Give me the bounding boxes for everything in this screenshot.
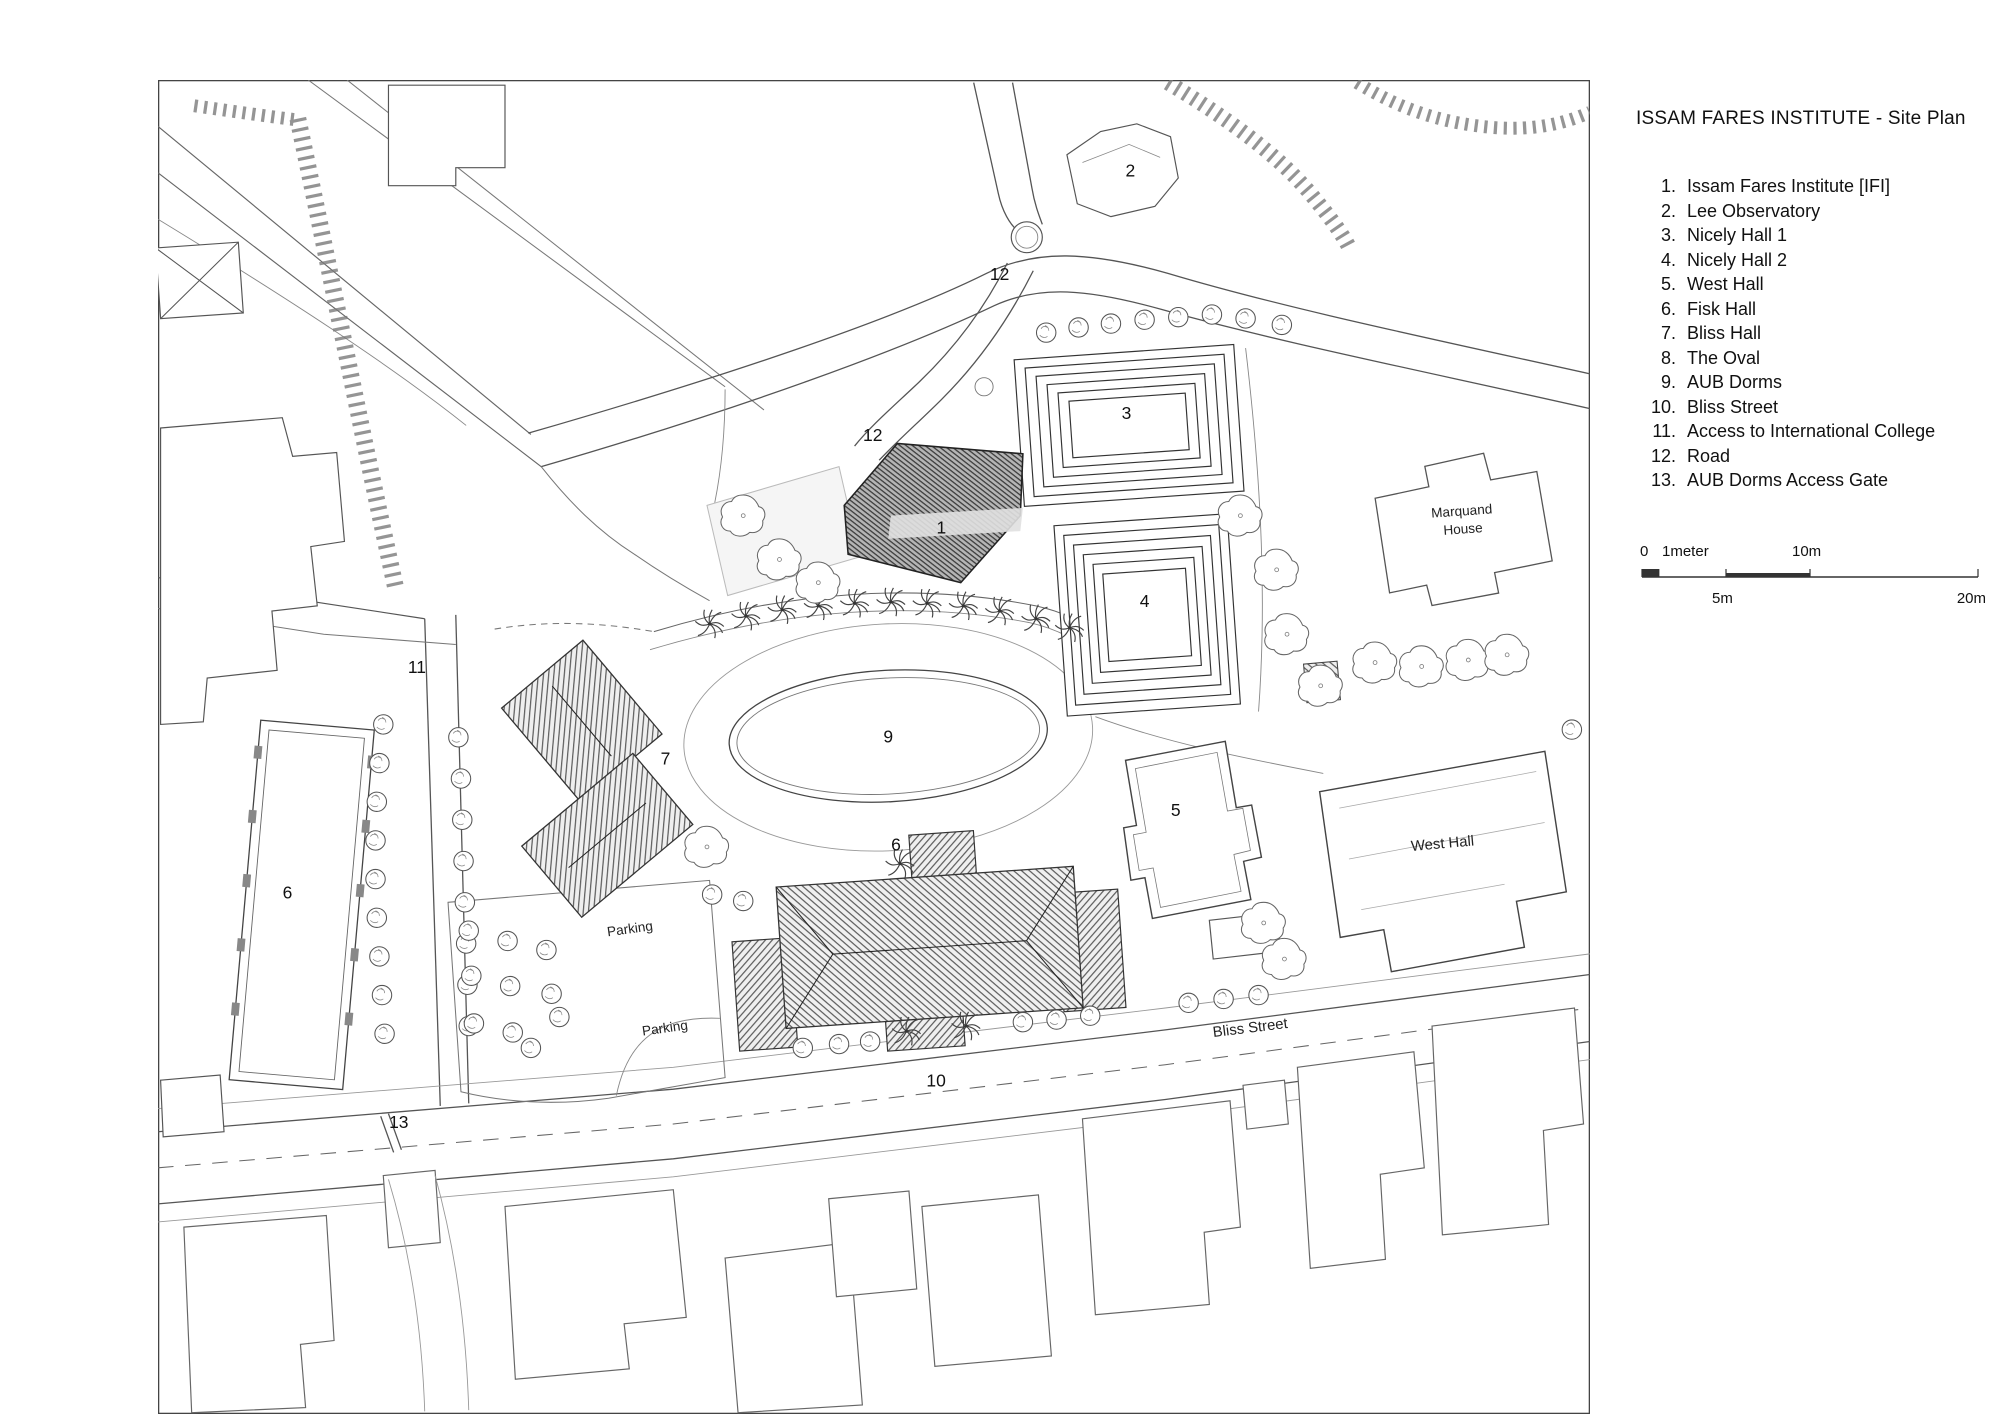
- legend-number: 10.: [1650, 396, 1676, 417]
- marker-3-nicely-hall-1: 3: [1122, 403, 1132, 423]
- building-bliss-hall: [500, 639, 694, 919]
- legend-item-9: 9. AUB Dorms: [1636, 370, 1996, 395]
- legend-number: 13.: [1650, 470, 1676, 490]
- scale-bar: 0 1meter 10m 5m 20m: [1640, 543, 1986, 607]
- marker-12-road-upper: 12: [990, 264, 1009, 284]
- marker-13-dorms-gate: 13: [389, 1112, 408, 1132]
- legend-number: 9.: [1660, 372, 1676, 392]
- legend-label: Bliss Hall: [1687, 323, 1762, 343]
- legend-label: West Hall: [1687, 274, 1764, 294]
- legend-number: 8.: [1660, 347, 1676, 368]
- building-nicely-hall-2: [1053, 513, 1242, 717]
- scale-label-0: 0: [1640, 543, 1649, 560]
- legend-label: Access to International College: [1687, 421, 1936, 441]
- building-marquand-house: Marquand House: [1374, 452, 1553, 607]
- legend-item-11: 11. Access to International College: [1636, 419, 1996, 444]
- building-fisk-hall: [731, 830, 1127, 1052]
- legend-item-7: 7. Bliss Hall: [1636, 321, 1996, 346]
- scale-label-5m: 5m: [1712, 590, 1733, 607]
- marker-4-nicely-hall-2: 4: [1140, 591, 1150, 611]
- legend-item-13: 13. AUB Dorms Access Gate: [1636, 468, 1996, 493]
- legend-item-2: 2. Lee Observatory: [1636, 199, 1996, 224]
- plan-markers: 1 2 3 4 5 6 6 7 9 10 11 12 12 13: [283, 161, 1181, 1132]
- building-ifi: [843, 442, 1024, 584]
- legend-item-5: 5. West Hall: [1636, 272, 1996, 297]
- legend-label: AUB Dorms: [1687, 372, 1783, 392]
- scale-label-20m: 20m: [1956, 590, 1986, 607]
- marquand-house-label-line1: Marquand: [1431, 501, 1493, 520]
- marker-2-lee-observatory: 2: [1125, 161, 1135, 181]
- building-west-hall: West Hall: [1318, 750, 1568, 973]
- legend-item-12: 12. Road: [1636, 444, 1996, 469]
- legend-list: 1. Issam Fares Institute [IFI] 2. Lee Obse…: [1636, 174, 1996, 493]
- context-buildings-south: [183, 1007, 1585, 1414]
- scale-bar-graphic: [1641, 569, 1979, 578]
- parking-area: [447, 879, 726, 1103]
- marker-1-ifi: 1: [936, 518, 946, 538]
- legend-panel: ISSAM FARES INSTITUTE - Site Plan 1. Issa…: [1636, 108, 1996, 493]
- marker-10-bliss-street: 10: [926, 1071, 946, 1091]
- legend-number: 3.: [1660, 225, 1676, 245]
- dorms-access-gate-13: [380, 1113, 403, 1153]
- legend-label: Lee Observatory: [1687, 200, 1821, 221]
- legend-number: 1.: [1660, 176, 1676, 196]
- legend-label: AUB Dorms Access Gate: [1687, 470, 1889, 490]
- legend-label: Issam Fares Institute [IFI]: [1687, 176, 1891, 196]
- legend-item-1: 1. Issam Fares Institute [IFI]: [1636, 174, 1996, 199]
- page-title: ISSAM FARES INSTITUTE - Site Plan: [1636, 108, 1966, 129]
- building-lee-observatory: [974, 123, 1179, 397]
- legend-number: 2.: [1660, 200, 1676, 221]
- marker-12-road-lower: 12: [863, 425, 882, 445]
- legend-label: Road: [1687, 445, 1731, 466]
- marker-11-ic-access: 11: [408, 657, 426, 677]
- marker-7-bliss-hall: 7: [661, 748, 671, 768]
- building-dorm-block: [228, 719, 376, 1091]
- legend-label: Nicely Hall 1: [1687, 225, 1788, 245]
- legend-number: 6.: [1660, 298, 1676, 319]
- parking-label-lower: Parking: [641, 1017, 689, 1038]
- scale-label-1meter: 1meter: [1662, 543, 1709, 560]
- legend-number: 5.: [1660, 274, 1676, 294]
- hatched-paths: [193, 80, 1590, 593]
- legend-label: Nicely Hall 2: [1687, 249, 1788, 270]
- marker-6-fisk-hall: 6: [891, 835, 901, 855]
- context-buildings-north: [158, 84, 506, 1138]
- marker-9-oval: 9: [883, 727, 893, 747]
- legend-item-10: 10. Bliss Street: [1636, 395, 1996, 420]
- legend-number: 12.: [1650, 445, 1676, 466]
- legend-item-4: 4. Nicely Hall 2: [1636, 248, 1996, 273]
- parking-label-upper: Parking: [606, 918, 654, 939]
- west-hall-text-label: West Hall: [1410, 834, 1475, 855]
- legend-label: Bliss Street: [1687, 396, 1779, 417]
- legend-item-3: 3. Nicely Hall 1: [1636, 223, 1996, 248]
- building-nicely-hall-1: [1013, 343, 1245, 507]
- legend-number: 4.: [1660, 249, 1676, 270]
- legend-number: 11.: [1652, 421, 1676, 441]
- marker-5-west-hall: 5: [1171, 800, 1181, 820]
- marquand-house-label-line2: House: [1443, 520, 1483, 538]
- legend-number: 7.: [1660, 323, 1676, 343]
- legend-item-6: 6. Fisk Hall: [1636, 297, 1996, 322]
- marker-6-left: 6: [283, 882, 293, 902]
- site-plan-drawing: West Hall Marquand House: [158, 80, 1590, 1414]
- legend-label: Fisk Hall: [1687, 298, 1757, 319]
- legend-label: The Oval: [1687, 347, 1761, 368]
- scale-label-10m: 10m: [1792, 543, 1822, 560]
- legend-item-8: 8. The Oval: [1636, 346, 1996, 371]
